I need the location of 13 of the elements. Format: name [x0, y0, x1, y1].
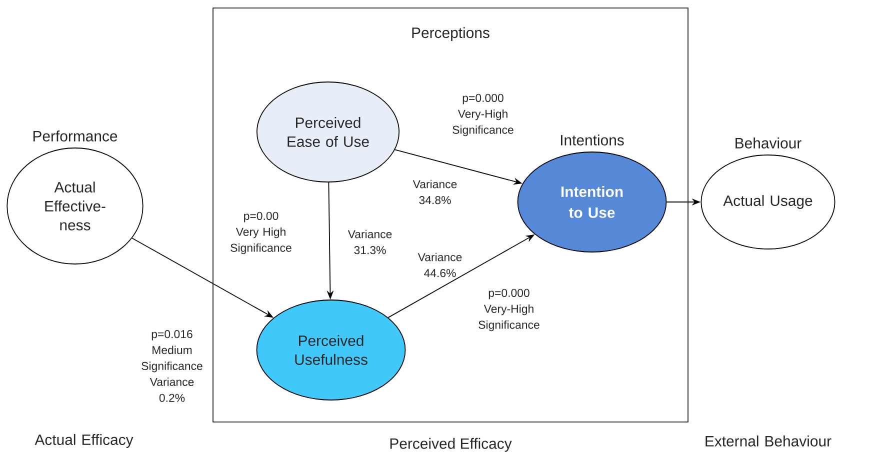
variance-label: Variance 44.6% [418, 252, 462, 278]
variance-label: Variance 34.8% [412, 180, 457, 204]
section-label: Actual Efficacy [34, 434, 134, 448]
edge-label: p=0.000 Very-High Significance [446, 92, 520, 138]
section-label: External Behaviour [706, 436, 832, 446]
edge-label: p=0.000 Very-High Significance [472, 288, 546, 332]
heading-label: Intentions [560, 134, 624, 146]
edge-label: p=0.016 Medium Significance Variance 0.2% [135, 329, 209, 403]
variance-label: Variance 31.3% [348, 230, 392, 254]
node-label: Perceived Efficacy [390, 438, 512, 452]
edge-label: p=0.00 Very High Significance [224, 210, 298, 256]
heading-label: Performance [33, 130, 118, 142]
heading-label: Behaviour [736, 138, 802, 148]
